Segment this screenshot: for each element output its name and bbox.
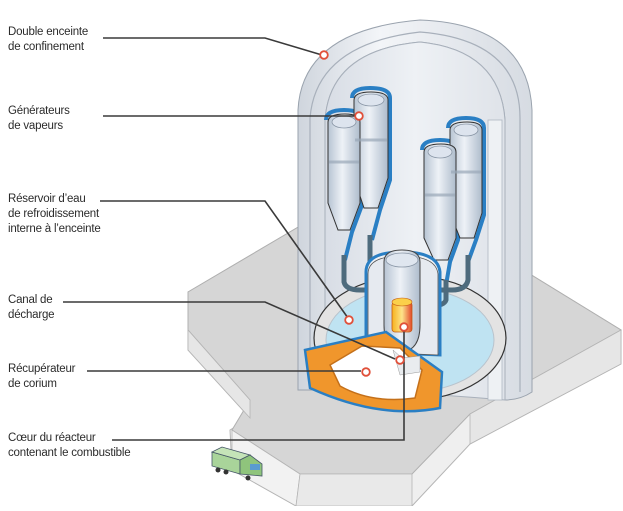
label-generateurs-vapeur: Générateurs de vapeurs [8, 104, 70, 134]
callout-markers [319, 50, 409, 377]
marker-canal [395, 355, 405, 365]
label-line: Cœur du réacteur [8, 432, 96, 444]
label-line: contenant le combustible [8, 447, 131, 459]
leader-line-double-enceinte [103, 37, 323, 56]
label-canal-decharge: Canal de décharge [8, 293, 55, 323]
label-line: Réservoir d’eau [8, 193, 86, 205]
label-line: décharge [8, 309, 55, 321]
marker-double-enceinte [319, 50, 329, 60]
label-coeur-reacteur: Cœur du réacteur contenant le combustibl… [8, 431, 131, 461]
marker-reservoir [344, 315, 354, 325]
marker-recuperateur [361, 367, 371, 377]
label-double-enceinte: Double enceinte de confinement [8, 25, 88, 55]
leader-lines [63, 37, 405, 441]
label-line: de refroidissement [8, 208, 99, 220]
label-line: de corium [8, 378, 57, 390]
reactor-building-core [364, 249, 442, 357]
label-line: Récupérateur [8, 363, 76, 375]
leader-line-coeur [112, 328, 405, 441]
label-reservoir-eau: Réservoir d’eau de refroidissement inter… [8, 192, 101, 237]
steam-generators [324, 86, 486, 309]
label-recuperateur-corium: Récupérateur de corium [8, 362, 75, 392]
marker-generateurs [354, 111, 364, 121]
label-line: Canal de [8, 294, 53, 306]
label-line: de vapeurs [8, 120, 63, 132]
label-line: Double enceinte [8, 26, 89, 38]
label-line: Générateurs [8, 105, 70, 117]
label-line: de confinement [8, 41, 84, 53]
label-line: interne à l’enceinte [8, 223, 101, 235]
leader-line-canal [63, 301, 396, 360]
truck-illustration [210, 446, 263, 481]
marker-coeur [399, 322, 409, 332]
leader-line-reservoir [100, 200, 349, 319]
